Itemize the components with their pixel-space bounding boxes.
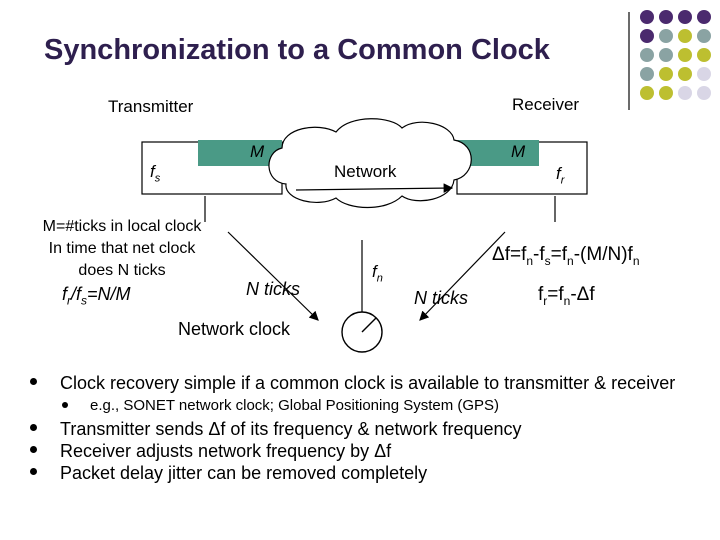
network-clock-label: Network clock	[178, 319, 291, 339]
bullet-marker	[30, 424, 37, 431]
local-clock-line-2: In time that net clock	[48, 240, 196, 257]
decorative-dot	[659, 10, 673, 24]
decorative-dot	[659, 67, 673, 81]
n-ticks-left: N ticks	[246, 279, 300, 299]
decorative-dot	[640, 48, 654, 62]
clock-hand	[361, 317, 377, 333]
decorative-dot	[678, 10, 692, 24]
bullet-item: Clock recovery simple if a common clock …	[30, 372, 700, 394]
decorative-dot	[659, 48, 673, 62]
fs-label: fs	[150, 162, 161, 185]
local-clock-note: M=#ticks in local clock In time that net…	[30, 216, 214, 282]
bullet-marker	[30, 378, 37, 385]
sub-bullet-item: e.g., SONET network clock; Global Positi…	[30, 396, 700, 416]
fn-label: fn	[372, 262, 383, 285]
decorative-dot	[678, 67, 692, 81]
local-clock-line-1: M=#ticks in local clock	[42, 218, 202, 235]
m-label-right: M	[511, 142, 526, 161]
decorative-dot	[697, 86, 711, 100]
network-arrow	[295, 183, 454, 193]
receiver-label: Receiver	[512, 95, 580, 114]
local-clock-line-3: does N ticks	[78, 262, 166, 279]
decorative-dot	[640, 86, 654, 100]
clock-arrow-right	[419, 231, 506, 321]
decorative-dot	[697, 10, 711, 24]
m-packet-left	[198, 140, 282, 166]
bullet-text: Transmitter sends Δf of its frequency & …	[60, 419, 522, 439]
network-label: Network	[334, 162, 397, 181]
bullet-marker	[30, 446, 37, 453]
bullet-marker	[62, 402, 68, 408]
ratio-equation: fr/fs=N/M	[62, 284, 131, 308]
delta-f-equation: Δf=fn-fs=fn-(M/N)fn	[492, 244, 640, 268]
decorative-dot	[678, 86, 692, 100]
bullet-item: Packet delay jitter can be removed compl…	[30, 462, 700, 484]
network-cloud	[268, 118, 472, 208]
decorative-dot-grid	[640, 10, 720, 105]
decorative-dot	[697, 48, 711, 62]
decorative-dot	[697, 67, 711, 81]
decorative-dot	[640, 29, 654, 43]
bullet-marker	[30, 468, 37, 475]
decorative-dot	[678, 29, 692, 43]
decorative-divider	[628, 12, 630, 110]
fr-label: fr	[556, 164, 565, 187]
bullet-item: Transmitter sends Δf of its frequency & …	[30, 418, 700, 440]
decorative-dot	[640, 67, 654, 81]
decorative-dot	[640, 10, 654, 24]
transmitter-label: Transmitter	[108, 97, 194, 116]
slide-title: Synchronization to a Common Clock	[44, 34, 550, 66]
fr-equation: fr=fn-Δf	[538, 284, 595, 308]
decorative-dot	[678, 48, 692, 62]
bullet-text: e.g., SONET network clock; Global Positi…	[90, 397, 500, 414]
bullet-text: Receiver adjusts network frequency by Δf	[60, 441, 392, 461]
decorative-dot	[659, 29, 673, 43]
decorative-dot	[659, 86, 673, 100]
m-label-left: M	[250, 142, 265, 161]
decorative-dot	[697, 29, 711, 43]
bullet-list: Clock recovery simple if a common clock …	[30, 372, 700, 484]
n-ticks-right: N ticks	[414, 288, 468, 308]
bullet-item: Receiver adjusts network frequency by Δf	[30, 440, 700, 462]
clock-arrow-left	[227, 231, 319, 321]
bullet-text: Packet delay jitter can be removed compl…	[60, 463, 428, 483]
bullet-text: Clock recovery simple if a common clock …	[60, 373, 676, 393]
